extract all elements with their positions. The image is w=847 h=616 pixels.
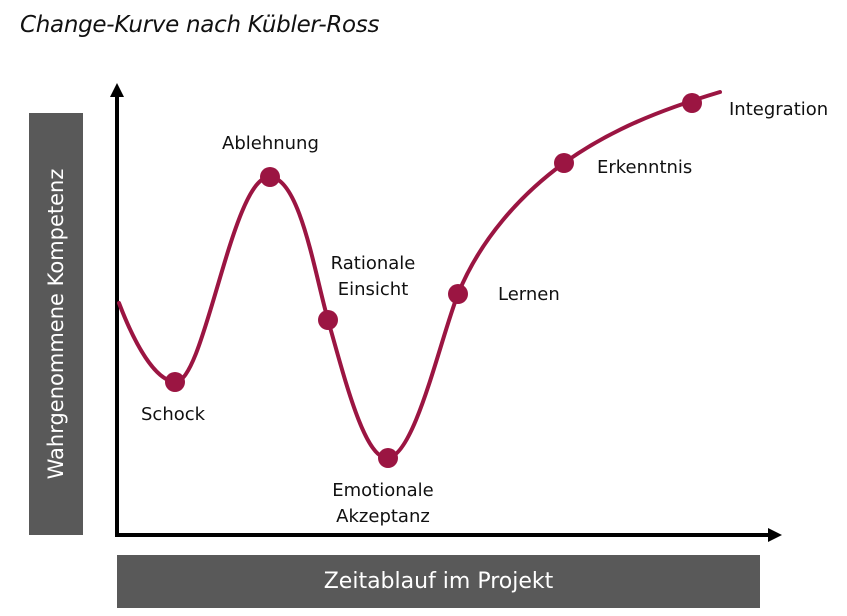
x-axis-arrow-icon bbox=[768, 528, 782, 542]
label-erkenntnis: Erkenntnis bbox=[597, 155, 692, 181]
diagram-title: Change-Kurve nach Kübler-Ross bbox=[20, 12, 380, 38]
marker-erkenntnis[interactable] bbox=[554, 153, 574, 173]
marker-lernen[interactable] bbox=[448, 284, 468, 304]
label-rationale-einsicht: Rationale Einsicht bbox=[331, 251, 416, 303]
marker-emotionale-akzeptanz[interactable] bbox=[378, 448, 398, 468]
marker-ablehnung[interactable] bbox=[260, 167, 280, 187]
label-line: Rationale bbox=[330, 253, 416, 274]
label-line: Erkenntnis bbox=[597, 157, 693, 178]
label-line: Akzeptanz bbox=[336, 506, 430, 527]
x-axis-label-box: Zeitablauf im Projekt bbox=[117, 555, 760, 608]
y-axis-label-box: Wahrgenommene Kompetenz bbox=[29, 113, 83, 535]
label-line: Schock bbox=[141, 404, 206, 425]
label-line: Ablehnung bbox=[222, 133, 319, 154]
change-curve bbox=[117, 90, 722, 460]
label-line: Lernen bbox=[498, 284, 560, 305]
marker-integration[interactable] bbox=[682, 93, 702, 113]
label-lernen: Lernen bbox=[498, 282, 560, 308]
marker-rationale-einsicht[interactable] bbox=[318, 310, 338, 330]
label-line: Integration bbox=[729, 99, 829, 120]
axes bbox=[110, 83, 782, 542]
phase-markers bbox=[165, 93, 702, 468]
y-axis-arrow-icon bbox=[110, 83, 124, 97]
label-line: Emotionale bbox=[332, 480, 434, 501]
label-schock: Schock bbox=[141, 402, 205, 428]
label-ablehnung: Ablehnung bbox=[222, 131, 319, 157]
label-integration: Integration bbox=[729, 97, 828, 123]
label-emotionale-akzeptanz: Emotionale Akzeptanz bbox=[332, 478, 434, 530]
label-line: Einsicht bbox=[337, 279, 409, 300]
x-axis-label: Zeitablauf im Projekt bbox=[323, 569, 554, 594]
marker-schock[interactable] bbox=[165, 372, 185, 392]
